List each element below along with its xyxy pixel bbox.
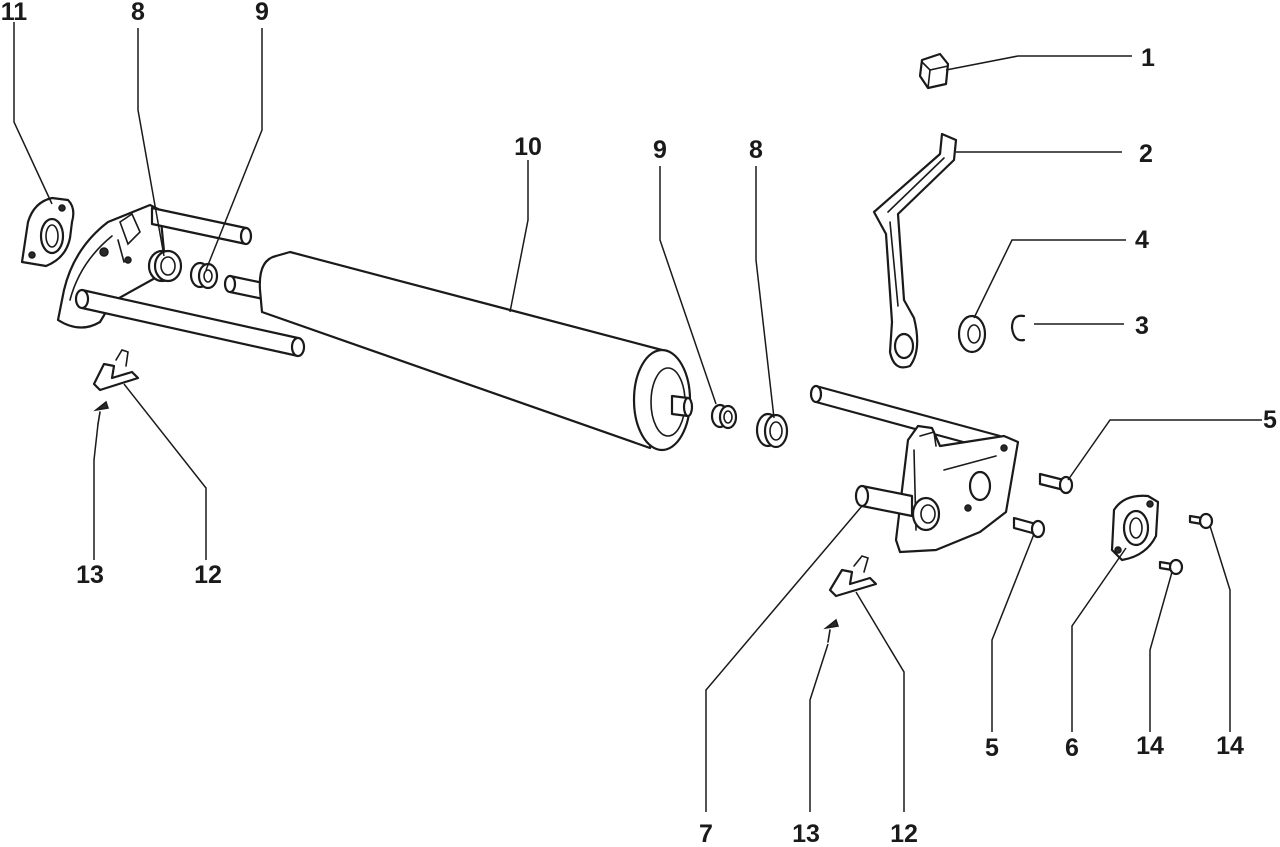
callout-14-right: 14	[1216, 732, 1244, 760]
cylinder-left-stub	[223, 274, 270, 302]
part-13-screw-left	[93, 400, 109, 425]
callout-11: 11	[1, 0, 28, 26]
callout-5-upper: 5	[1263, 406, 1277, 434]
callout-3: 3	[1135, 312, 1149, 340]
right-end-plate	[894, 424, 1020, 554]
callout-9-left: 9	[255, 0, 269, 26]
callout-4: 4	[1135, 226, 1149, 254]
callout-9-right: 9	[653, 136, 667, 164]
callout-12-right: 12	[890, 820, 918, 847]
part-12-clip-left	[92, 349, 140, 392]
leader-lines	[13, 22, 1262, 812]
part-7-shaft	[854, 484, 914, 518]
part-12-clip-right	[828, 555, 878, 598]
callout-8-right: 8	[749, 136, 763, 164]
part-1-cap	[918, 52, 950, 90]
part-11-flange	[20, 196, 75, 268]
callout-8-left: 8	[131, 0, 145, 26]
part-14-screw-lower	[1158, 558, 1184, 576]
callout-2: 2	[1139, 140, 1153, 168]
part-3-snap-ring	[1010, 314, 1026, 342]
callout-13-left: 13	[76, 561, 104, 589]
part-8-bearing-left	[147, 249, 183, 283]
part-9-bushing-right	[710, 403, 738, 430]
callout-6: 6	[1065, 734, 1079, 762]
part-4-washer	[957, 314, 987, 354]
part-14-screw-upper	[1188, 512, 1214, 530]
left-upper-rod	[150, 206, 253, 246]
callout-1: 1	[1141, 44, 1155, 72]
callout-10: 10	[514, 133, 542, 161]
part-8-bearing-right	[755, 412, 789, 449]
callout-12-left: 12	[194, 561, 222, 589]
part-5-bolt-lower	[1012, 516, 1046, 539]
part-9-bushing-left	[189, 261, 219, 290]
part-10-cylinder	[258, 250, 694, 452]
callout-13-right: 13	[792, 820, 820, 847]
part-5-bolt-upper	[1038, 472, 1074, 495]
left-lower-rod	[74, 288, 306, 358]
part-6-flange	[1110, 494, 1160, 562]
callout-5-lower: 5	[985, 734, 999, 762]
part-2-crank-lever	[872, 132, 958, 369]
callout-14-left: 14	[1136, 732, 1164, 760]
callout-7: 7	[699, 820, 713, 847]
part-13-screw-right	[823, 618, 839, 643]
